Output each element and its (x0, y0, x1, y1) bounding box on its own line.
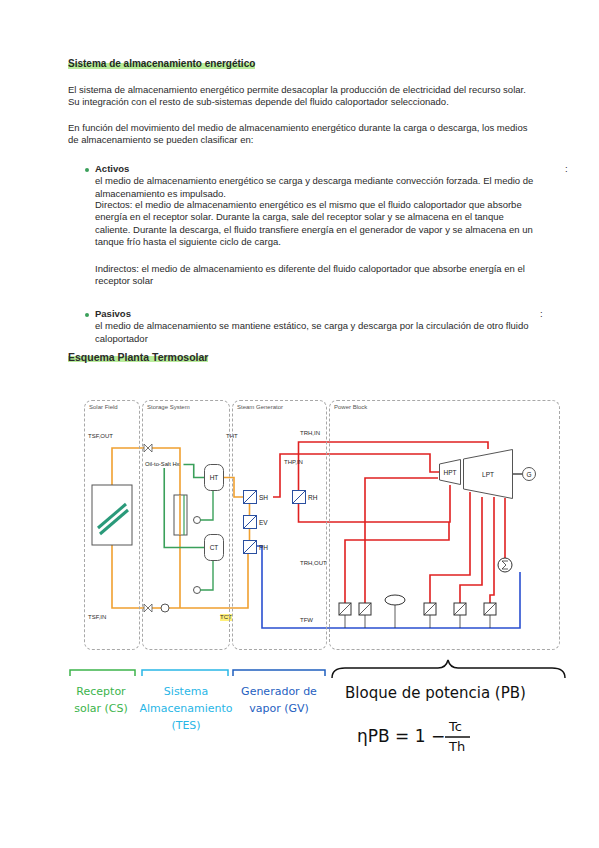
handwritten-note: Bloque de potencia (PB) (345, 684, 526, 702)
pump (161, 604, 169, 612)
feedwater-heater (424, 603, 436, 615)
bullet-term: Pasivos (95, 308, 131, 320)
pipe-connector (513, 473, 522, 475)
paragraph: El sistema de almacenamiento energético … (68, 84, 538, 109)
exchanger-symbol (292, 490, 306, 504)
deaerator (385, 595, 405, 605)
plant-section: Solar Field (84, 400, 140, 650)
section-title: Solar Field (89, 404, 135, 411)
temperature-label: THP,IN (284, 459, 303, 466)
plant-section: HT CT Oil-to-Salt Hx Storage System (142, 400, 230, 650)
bullet-dot (85, 313, 89, 317)
component-label: EV (259, 519, 268, 526)
exchanger-symbol (243, 515, 257, 529)
pipe-connector (299, 485, 451, 522)
collector-tube (100, 510, 128, 534)
storage-tank: HT (204, 464, 224, 491)
temperature-label: TFW (300, 617, 313, 624)
component-label: LPT (482, 471, 494, 478)
pipe-connector (164, 468, 204, 548)
component-label: HT (210, 474, 219, 481)
formula: ηPB = 1 − (357, 726, 445, 746)
bracket (142, 670, 228, 676)
exchanger-label: Oil-to-Salt Hx (145, 461, 183, 468)
temperature-label: TRH,OUT (300, 560, 327, 567)
pump (194, 517, 201, 524)
pump (194, 587, 201, 594)
feedwater-heater (339, 603, 351, 615)
formula: Th (449, 739, 465, 755)
bleed-pipe (490, 497, 494, 603)
feedwater-heater (359, 603, 371, 615)
section-title: Power Block (334, 404, 555, 411)
formula: Tc (449, 719, 462, 735)
paragraph: Directos: el medio de almacenamiento ene… (95, 199, 540, 249)
component-label: RH (308, 494, 317, 501)
pipe-connector (249, 529, 251, 540)
solar-collector (92, 485, 132, 545)
handwritten-note: Sistema Almacenamiento (TES) (138, 683, 234, 734)
storage-tank: CT (204, 534, 224, 561)
feedwater-heater (454, 603, 466, 615)
salt-pipe (200, 490, 213, 520)
oil-salt-exchanger (174, 495, 187, 535)
bullet-term: Activos (95, 163, 129, 175)
bleed-pipe (460, 497, 482, 603)
valve (144, 604, 152, 612)
pipe-connector (224, 478, 243, 498)
feedwater-heater (484, 603, 496, 615)
pipe-connector (249, 504, 251, 515)
component-label: PH (259, 544, 268, 551)
plant-section: SH EV PH RH Steam Generator (232, 400, 327, 650)
paragraph: En función del movimiento del medio de a… (68, 122, 538, 147)
page-title: Sistema de almacenamiento energético (68, 58, 255, 70)
fraction-bar (445, 736, 470, 738)
feedwater-pipe (256, 546, 520, 628)
hp-turbine: HPT (439, 459, 461, 485)
handwritten-note: Generador de vapor (GV) (232, 683, 326, 717)
pipe-connector (183, 465, 204, 478)
lp-turbine: LPT (463, 449, 513, 499)
bullet-dot (85, 168, 89, 172)
htf-pipe (179, 495, 181, 535)
section-heading: Esquema Planta Termosolar (68, 351, 208, 363)
component-label: G (526, 471, 531, 478)
component-label: HPT (444, 469, 457, 476)
plant-section: HPT LPT G Power Block (329, 400, 560, 650)
bracket (233, 670, 325, 676)
generator: G (522, 467, 536, 481)
temperature-label: TRH,IN (300, 430, 320, 437)
paragraph: Indirectos: el medio de almacenamiento e… (95, 263, 540, 288)
component-label: CT (210, 544, 219, 551)
section-title: Steam Generator (237, 404, 322, 411)
brace (332, 660, 565, 678)
heat-exchanger: PH (243, 540, 273, 554)
temperature-label: TSF,OUT (88, 433, 113, 440)
component-label: SH (259, 494, 268, 501)
salt-pipe (200, 560, 213, 590)
heat-exchanger: RH (292, 490, 322, 504)
paragraph: : el medio de almacenamiento energético … (95, 163, 540, 200)
condenser (498, 558, 512, 572)
htf-pipe (112, 545, 248, 608)
salt-pipe (183, 495, 184, 535)
component-label: Oil-to-Salt Hx (145, 461, 183, 468)
temperature-label: TSF,IN (88, 614, 106, 621)
handwritten-note: Receptor solar (CS) (62, 683, 140, 717)
heat-exchanger: EV (243, 515, 273, 529)
exchanger-symbol (243, 490, 257, 504)
condenser-symbol (502, 561, 508, 569)
bleed-pipe (345, 522, 449, 603)
paragraph: : el medio de almacenamiento se mantiene… (95, 308, 540, 345)
section-title: Storage System (147, 404, 225, 411)
exhaust-pipe (504, 498, 506, 558)
bracket (70, 670, 135, 676)
heat-exchanger: SH (243, 490, 273, 504)
valve (144, 444, 152, 452)
exchanger-symbol (243, 540, 257, 554)
